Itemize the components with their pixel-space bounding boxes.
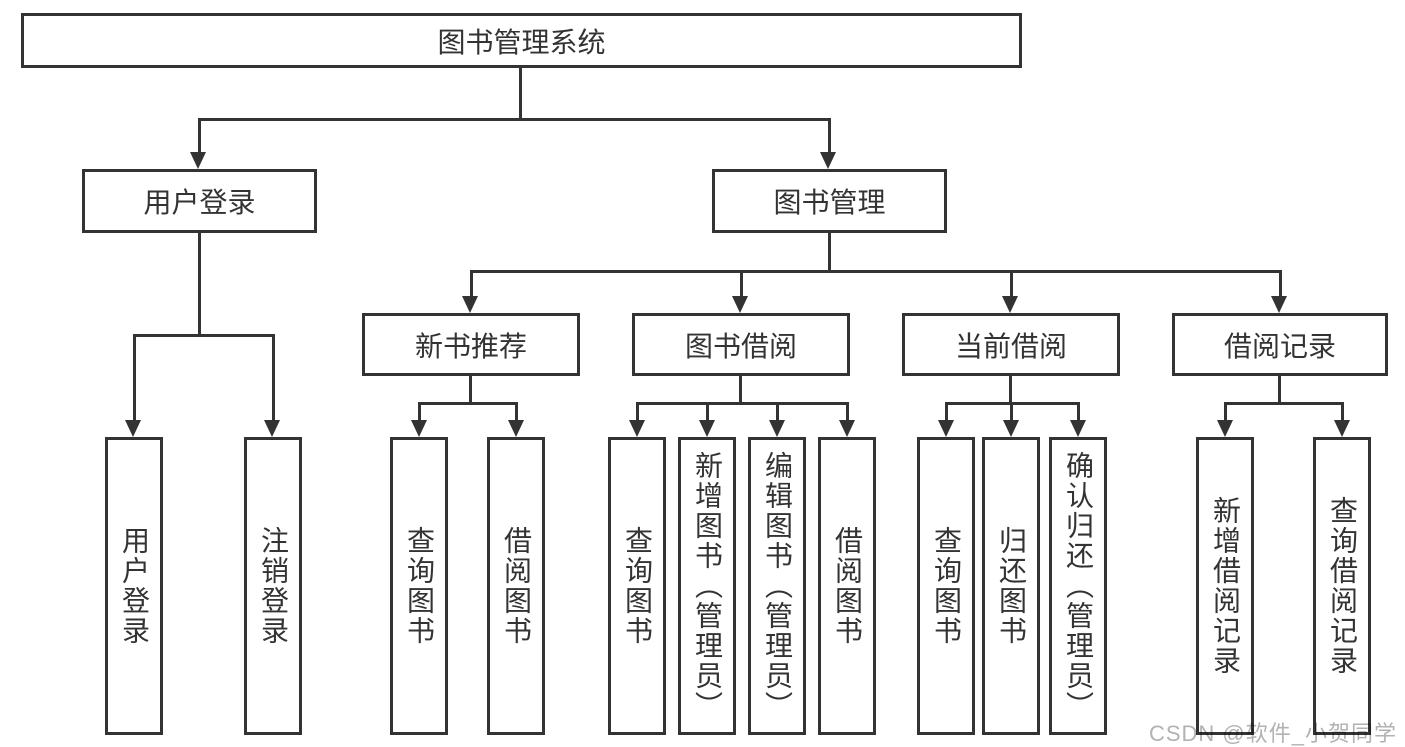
leaf-edit-books-admin: 编辑图书（管理员） — [748, 437, 806, 735]
leaf-query-books-1: 查询图书 — [390, 437, 448, 735]
connector-book-mgmt-drop — [828, 118, 831, 154]
connector-leaf-drop — [776, 402, 779, 424]
leaf-add-books-admin: 新增图书（管理员） — [678, 437, 736, 735]
arrowhead-leaf — [839, 420, 855, 437]
leaf-user-login: 用户登录 — [105, 437, 163, 735]
leaf-add-borrow-record-label: 新增借阅记录 — [1210, 496, 1241, 676]
node-borrow-records: 借阅记录 — [1172, 313, 1388, 376]
connector-leaf-drop — [515, 402, 518, 424]
arrowhead-group — [1002, 296, 1018, 313]
connector-group-drop — [470, 270, 473, 298]
connector-user-login-drop — [198, 118, 201, 154]
connector-group-drop — [1010, 270, 1013, 298]
connector-group4-hline — [1224, 402, 1344, 405]
node-new-book-recommend: 新书推荐 — [362, 313, 580, 376]
leaf-query-books-2: 查询图书 — [608, 437, 666, 735]
connector-group3-stem — [1009, 376, 1012, 404]
arrowhead-leaf — [699, 420, 715, 437]
arrowhead-leaf — [264, 420, 280, 437]
leaf-return-books: 归还图书 — [982, 437, 1040, 735]
connector-user-login-hline — [133, 334, 275, 337]
connector-leaf-drop — [1077, 402, 1080, 424]
connector-leaf-drop — [1224, 402, 1227, 424]
leaf-logout: 注销登录 — [244, 437, 302, 735]
node-borrow-records-label: 借阅记录 — [1223, 330, 1336, 362]
arrowhead-leaf — [411, 420, 427, 437]
node-new-book-recommend-label: 新书推荐 — [414, 330, 527, 362]
connector-group-drop — [740, 270, 743, 298]
connector-level3-hline — [470, 270, 1282, 273]
leaf-confirm-return-admin: 确认归还（管理员） — [1049, 437, 1107, 735]
connector-root-stem — [519, 68, 522, 121]
connector-book-mgmt-stem — [828, 233, 831, 272]
arrowhead-leaf — [1070, 420, 1086, 437]
connector-leaf-drop — [945, 402, 948, 424]
arrowhead-leaf — [1217, 420, 1233, 437]
leaf-user-login-label: 用户登录 — [119, 526, 150, 646]
arrowhead-leaf — [1003, 420, 1019, 437]
connector-leaf-drop — [272, 334, 275, 422]
leaf-borrow-books-1-label: 借阅图书 — [501, 526, 532, 646]
arrowhead-user-login — [190, 152, 206, 169]
connector-group-drop — [1279, 270, 1282, 298]
connector-group2-stem — [739, 376, 742, 404]
connector-leaf-drop — [846, 402, 849, 424]
arrowhead-group — [462, 296, 478, 313]
node-current-borrow: 当前借阅 — [902, 313, 1120, 376]
connector-leaf-drop — [133, 334, 136, 422]
connector-leaf-drop — [418, 402, 421, 424]
node-user-login-label: 用户登录 — [143, 187, 256, 218]
leaf-query-books-3-label: 查询图书 — [931, 526, 962, 646]
leaf-borrow-books-2: 借阅图书 — [818, 437, 876, 735]
leaf-logout-label: 注销登录 — [258, 526, 289, 646]
connector-leaf-drop — [1341, 402, 1344, 424]
node-book-management-label: 图书管理 — [773, 187, 886, 218]
node-root-label: 图书管理系统 — [437, 26, 606, 58]
leaf-query-books-1-label: 查询图书 — [404, 526, 435, 646]
connector-group2-hline — [636, 402, 848, 405]
leaf-query-books-3: 查询图书 — [917, 437, 975, 735]
arrowhead-leaf — [938, 420, 954, 437]
arrowhead-group — [1271, 296, 1287, 313]
watermark: CSDN @软件_小贺同学 — [1148, 721, 1397, 746]
leaf-add-books-admin-label: 新增图书（管理员） — [692, 451, 723, 721]
leaf-query-books-2-label: 查询图书 — [622, 526, 653, 646]
arrowhead-book-mgmt — [820, 152, 836, 169]
arrowhead-leaf — [125, 420, 141, 437]
leaf-add-borrow-record: 新增借阅记录 — [1196, 437, 1254, 735]
arrowhead-leaf — [629, 420, 645, 437]
arrowhead-leaf — [769, 420, 785, 437]
node-root: 图书管理系统 — [21, 13, 1022, 68]
connector-leaf-drop — [636, 402, 639, 424]
connector-group4-stem — [1278, 376, 1281, 404]
connector-leaf-drop — [706, 402, 709, 424]
leaf-borrow-books-1: 借阅图书 — [487, 437, 545, 735]
node-book-borrow: 图书借阅 — [632, 313, 850, 376]
leaf-query-borrow-record: 查询借阅记录 — [1313, 437, 1371, 735]
leaf-query-borrow-record-label: 查询借阅记录 — [1327, 496, 1358, 676]
leaf-confirm-return-admin-label: 确认归还（管理员） — [1063, 451, 1094, 721]
node-user-login: 用户登录 — [82, 169, 317, 233]
connector-group1-hline — [418, 402, 518, 405]
arrowhead-group — [732, 296, 748, 313]
leaf-return-books-label: 归还图书 — [996, 526, 1027, 646]
arrowhead-leaf — [1334, 420, 1350, 437]
node-current-borrow-label: 当前借阅 — [954, 330, 1067, 362]
connector-user-login-stem — [198, 233, 201, 336]
arrowhead-leaf — [508, 420, 524, 437]
node-book-borrow-label: 图书借阅 — [684, 330, 797, 362]
node-book-management: 图书管理 — [712, 169, 947, 233]
connector-leaf-drop — [1010, 402, 1013, 424]
connector-group1-stem — [469, 376, 472, 404]
leaf-edit-books-admin-label: 编辑图书（管理员） — [762, 451, 793, 721]
connector-level2-hline — [198, 118, 831, 121]
leaf-borrow-books-2-label: 借阅图书 — [832, 526, 863, 646]
